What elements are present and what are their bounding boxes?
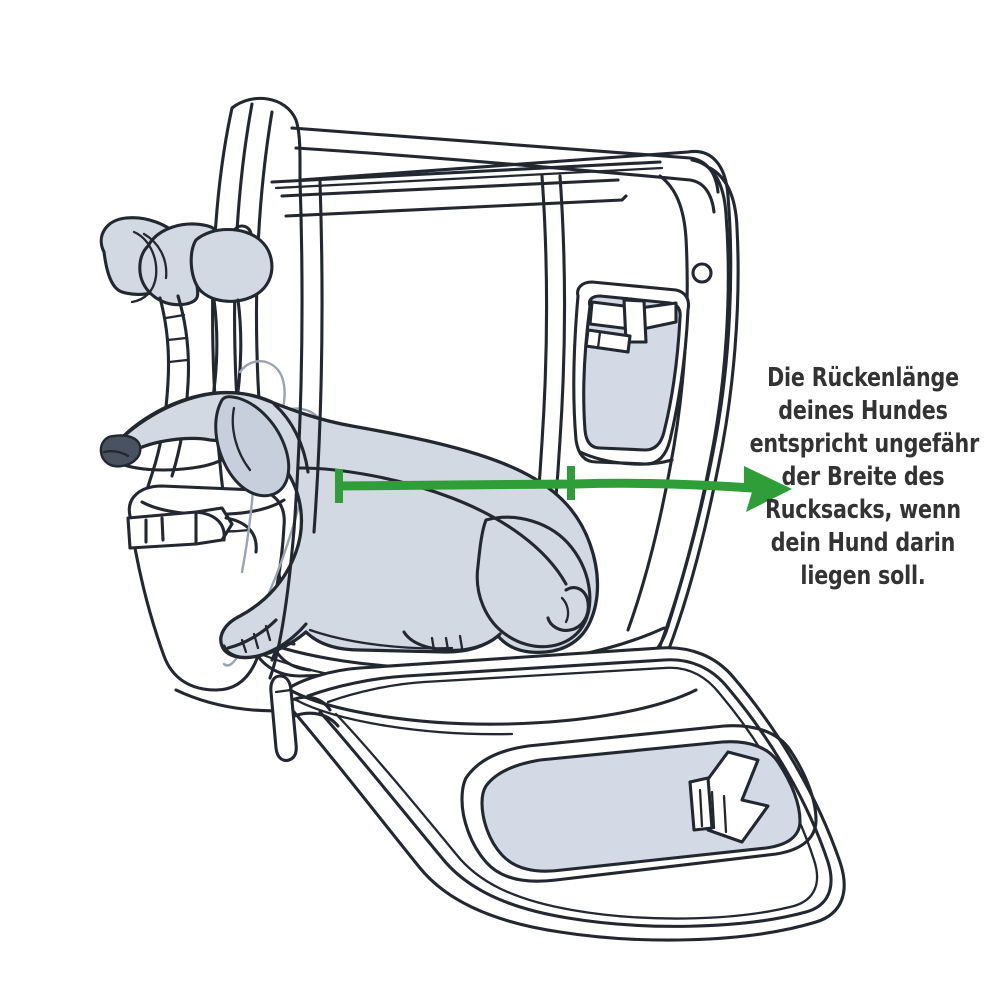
- flap-strap-buckle: [698, 750, 770, 844]
- front-mesh-frame: [268, 178, 324, 680]
- side-mesh-pocket: [572, 280, 691, 466]
- caption-line-1: Die Rückenlänge: [767, 363, 959, 393]
- chest-clip-buckle: [126, 506, 258, 554]
- caption-line-5: Rucksacks, wenn: [765, 495, 961, 525]
- caption-line-2: deines Hundes: [778, 396, 948, 426]
- front-flap: [282, 646, 846, 942]
- grommet-eyelet: [691, 262, 713, 284]
- dog-nose: [99, 434, 142, 468]
- measure-line: [335, 478, 767, 494]
- caption-line-7: liegen soll.: [800, 561, 926, 591]
- measure-arrowhead: [744, 466, 792, 512]
- back-length-measure: [335, 466, 792, 512]
- dog-ear: [214, 395, 291, 498]
- shoulder-straps: [99, 216, 274, 522]
- caption-text: Die Rückenlänge deines Hundes entspricht…: [749, 362, 980, 593]
- caption-line-3: entspricht ungefähr: [749, 429, 980, 459]
- caption-line-4: der Breite des: [781, 462, 945, 492]
- zipper-pull: [269, 642, 340, 763]
- caption-line-6: dein Hund darin: [770, 528, 956, 558]
- dog: [99, 360, 600, 667]
